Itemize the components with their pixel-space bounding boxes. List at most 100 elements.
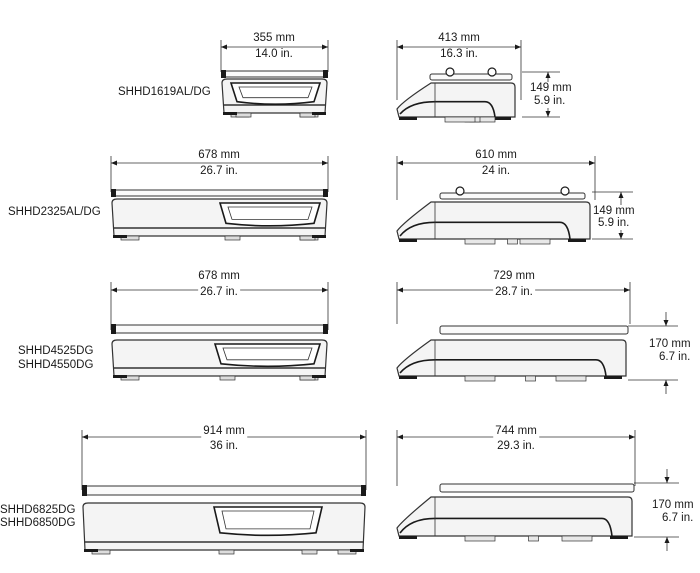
depth-in: 16.3 in. <box>438 48 480 61</box>
height-mm: 170 mm <box>647 338 693 351</box>
foot <box>235 112 252 118</box>
depth-mm: 729 mm <box>491 270 537 283</box>
display-window <box>222 347 313 361</box>
model-label: SHHD4550DG <box>18 359 94 371</box>
display-window <box>221 510 315 530</box>
width-mm: 355 mm <box>251 32 297 45</box>
arrowhead <box>322 44 328 50</box>
model-label: SHHD6850DG <box>0 517 76 529</box>
arrowhead <box>589 160 595 166</box>
arrowhead <box>618 192 624 198</box>
foot-pad <box>312 235 326 238</box>
platter <box>114 189 325 197</box>
pillar <box>487 67 497 77</box>
foot <box>525 375 536 382</box>
arrowhead <box>322 287 328 293</box>
arrowhead <box>515 44 521 50</box>
platter-end <box>221 70 226 78</box>
width-mm: 678 mm <box>196 149 242 162</box>
foot-pad <box>312 375 326 378</box>
foot <box>219 375 236 381</box>
platter-side <box>439 483 635 493</box>
foot-pad <box>223 112 237 115</box>
platter <box>224 70 325 78</box>
arrowhead <box>111 287 117 293</box>
height-mm: 149 mm <box>591 205 637 218</box>
height-in: 6.7 in. <box>660 512 696 525</box>
arrowhead <box>82 434 88 440</box>
width-in: 26.7 in. <box>198 165 240 178</box>
foot-pad <box>399 536 417 539</box>
platter-end <box>323 70 328 78</box>
foot <box>519 238 551 245</box>
arrowhead <box>545 111 551 117</box>
foot-pad <box>493 117 511 120</box>
foot-pad <box>84 549 98 552</box>
width-in: 36 in. <box>207 440 241 453</box>
arrowhead <box>397 160 403 166</box>
side-band <box>399 359 607 377</box>
platter-end <box>323 324 328 334</box>
depth-in: 29.3 in. <box>495 440 537 453</box>
arrowhead <box>663 320 669 326</box>
display-bezel <box>212 506 324 537</box>
foot-pad <box>604 376 622 379</box>
platter <box>114 324 325 334</box>
width-mm: 914 mm <box>201 425 247 438</box>
foot <box>464 535 496 542</box>
platter-end <box>111 324 116 334</box>
foot <box>444 116 476 123</box>
pillar <box>445 67 455 77</box>
height-mm: 170 mm <box>650 499 696 512</box>
platter-end <box>361 485 366 496</box>
platter-end <box>111 189 116 197</box>
display-bezel <box>229 82 322 105</box>
arrowhead <box>111 160 117 166</box>
foot-pad <box>350 549 364 552</box>
height-mm: 149 mm <box>528 82 574 95</box>
foot-pad <box>399 376 417 379</box>
model-label: SHHD2325AL/DG <box>8 206 101 218</box>
arrowhead <box>664 477 670 483</box>
platter-end <box>82 485 87 496</box>
side-band <box>399 517 613 537</box>
pillar <box>455 186 465 196</box>
arrowhead <box>664 537 670 543</box>
height-in: 5.9 in. <box>532 95 568 108</box>
platter-side <box>429 73 513 81</box>
arrowhead <box>397 287 403 293</box>
arrowhead <box>618 233 624 239</box>
depth-in: 24 in. <box>479 165 513 178</box>
depth-in: 28.7 in. <box>493 286 535 299</box>
foot <box>301 549 318 555</box>
foot <box>218 549 235 555</box>
model-label: SHHD6825DG <box>0 504 76 516</box>
display-bezel <box>213 343 322 368</box>
foot <box>507 238 518 245</box>
model-label: SHHD4525DG <box>18 345 94 357</box>
foot <box>224 235 241 241</box>
side-band <box>399 100 496 118</box>
foot-pad <box>399 117 417 120</box>
arrowhead <box>322 160 328 166</box>
foot-pad <box>113 235 127 238</box>
foot-pad <box>399 239 417 242</box>
platter <box>85 485 363 496</box>
pillar <box>560 186 570 196</box>
depth-mm: 744 mm <box>493 425 539 438</box>
arrowhead <box>397 44 403 50</box>
display-window <box>227 206 313 220</box>
foot-pad <box>312 112 326 115</box>
arrowhead <box>221 44 227 50</box>
model-label: SHHD1619AL/DG <box>118 86 211 98</box>
foot-pad <box>568 239 586 242</box>
depth-mm: 610 mm <box>473 149 519 162</box>
depth-mm: 413 mm <box>436 32 482 45</box>
arrowhead <box>360 434 366 440</box>
scale-body-side <box>396 496 633 537</box>
arrowhead <box>663 380 669 386</box>
side-band <box>399 221 571 240</box>
foot <box>555 375 587 382</box>
